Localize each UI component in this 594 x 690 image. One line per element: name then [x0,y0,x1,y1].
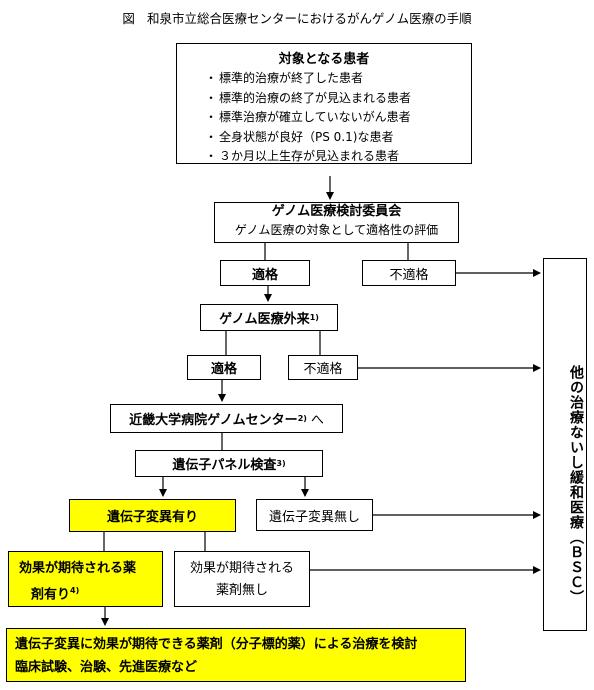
patient-criterion: 標準的治療が終了した患者 [205,69,471,89]
patient-criterion: 標準治療が確立していないがん患者 [205,108,471,128]
ineligible-label-1: 不適格 [389,267,429,283]
effective-drug-absent-line1: 効果が期待される [189,561,294,576]
patient-criterion: 全身状態が良好（PS 0.1)な患者 [205,128,471,148]
targeted-therapy-line1: 遺伝子変異に効果が期待できる薬剤（分子標的薬）による治療を検討 [15,637,418,652]
mutation-absent-label: 遺伝子変異無し [268,509,360,525]
committee-subtitle: ゲノム医療の対象として適格性の評価 [234,223,439,237]
patient-criterion: ３か月以上生存が見込まれる患者 [205,147,471,167]
ineligible-box-2: 不適格 [288,355,358,380]
gene-panel-test-label: 遺伝子パネル検査 [172,458,277,473]
footnote-2: 2) [297,414,307,423]
eligible-label-2: 適格 [210,362,237,377]
figure-title: 図和泉市立総合医療センターにおけるがんゲノム医療の手順 [0,8,594,27]
targeted-therapy-box: 遺伝子変異に効果が期待できる薬剤（分子標的薬）による治療を検討 臨床試験、治験、… [6,628,466,682]
genome-committee-box: ゲノム医療検討委員会 ゲノム医療の対象として適格性の評価 [214,202,459,243]
patient-criterion: 標準的治療の終了が見込まれる患者 [205,89,471,109]
footnote-3: 3) [276,459,286,468]
other-treatment-label: 他の治療ないし緩和医療（ＢＳＣ） [568,364,584,605]
figure-label: 図 [122,11,135,26]
genome-outpatient-label: ゲノム医療外来 [219,312,310,327]
eligible-box-2: 適格 [187,355,261,380]
ineligible-box-1: 不適格 [362,260,456,286]
footnote-1: 1) [309,313,319,322]
mutation-present-label: 遺伝子変異有り [106,510,198,525]
kindai-genome-center-label: 近畿大学病院ゲノムセンター [129,413,298,428]
effective-drug-line2: 剤有り [31,587,71,603]
footnote-4: 4) [70,586,80,595]
targeted-therapy-line2: 臨床試験、治験、先進医療など [15,660,198,675]
mutation-present-box: 遺伝子変異有り [69,499,236,532]
eligible-label-1: 適格 [251,267,278,283]
effective-drug-present-box: 効果が期待される薬 剤有り4) [8,551,163,607]
committee-title: ゲノム医療検討委員会 [271,204,402,219]
target-patients-list: 標準的治療が終了した患者 標準的治療の終了が見込まれる患者 標準治療が確立してい… [177,69,471,167]
kindai-suffix: へ [310,413,324,428]
effective-drug-line1: 効果が期待される薬 [19,561,137,576]
effective-drug-absent-line2: 薬剤無し [215,583,268,598]
other-treatment-box: 他の治療ないし緩和医療（ＢＳＣ） [543,258,587,631]
figure-title-text: 和泉市立総合医療センターにおけるがんゲノム医療の手順 [146,11,472,26]
target-patients-heading: 対象となる患者 [278,52,370,67]
target-patients-box: 対象となる患者 標準的治療が終了した患者 標準的治療の終了が見込まれる患者 標準… [176,43,472,164]
eligible-box-1: 適格 [220,260,310,286]
effective-drug-absent-box: 効果が期待される 薬剤無し [174,551,310,607]
mutation-absent-box: 遺伝子変異無し [256,499,373,531]
ineligible-label-2: 不適格 [303,362,343,377]
